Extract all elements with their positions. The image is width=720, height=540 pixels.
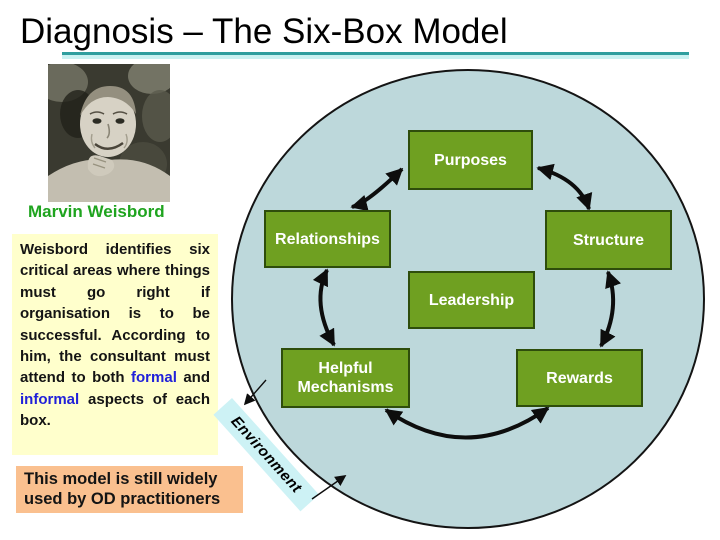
arrow-relationships-helpful <box>312 268 336 347</box>
arrow-structure-rewards <box>599 270 622 348</box>
diagram-box-structure: Structure <box>545 210 672 270</box>
informal-highlight: informal <box>20 390 80 408</box>
box-label: Rewards <box>546 369 613 387</box>
arrow-environment-out <box>243 379 267 406</box>
marvin-weisbord-photo <box>36 58 178 202</box>
description-text-2: and <box>176 369 210 387</box>
portrait-illustration <box>36 58 178 202</box>
description-text-1: Weisbord identifies six critical areas w… <box>20 241 210 387</box>
photo-caption: Marvin Weisbord <box>28 202 165 221</box>
title-underline <box>62 52 689 59</box>
arrow-helpful-rewards <box>384 406 550 440</box>
diagram-box-helpful-mechanisms: Helpful Mechanisms <box>281 348 410 408</box>
arrow-purposes-structure <box>536 163 593 211</box>
box-label: Helpful Mechanisms <box>297 360 394 396</box>
title-underline-dark <box>62 52 689 55</box>
description-box: Weisbord identifies six critical areas w… <box>12 234 218 455</box>
box-label: Structure <box>572 231 645 249</box>
title-underline-light <box>62 55 689 59</box>
diagram-box-rewards: Rewards <box>516 349 643 407</box>
diagram-box-leadership: Leadership <box>408 271 535 329</box>
footer-note: This model is still widely used by OD pr… <box>16 466 243 513</box>
diagram-box-relationships: Relationships <box>264 210 391 268</box>
description-text-3: aspects of each box. <box>20 390 210 430</box>
box-label: Purposes <box>434 151 507 169</box>
formal-highlight: formal <box>131 369 177 387</box>
diagram-box-purposes: Purposes <box>408 130 533 190</box>
box-label: Relationships <box>275 230 380 248</box>
arrow-purposes-relationships <box>350 167 404 212</box>
page-title: Diagnosis – The Six-Box Model <box>20 12 508 51</box>
box-label: Leadership <box>428 291 515 309</box>
